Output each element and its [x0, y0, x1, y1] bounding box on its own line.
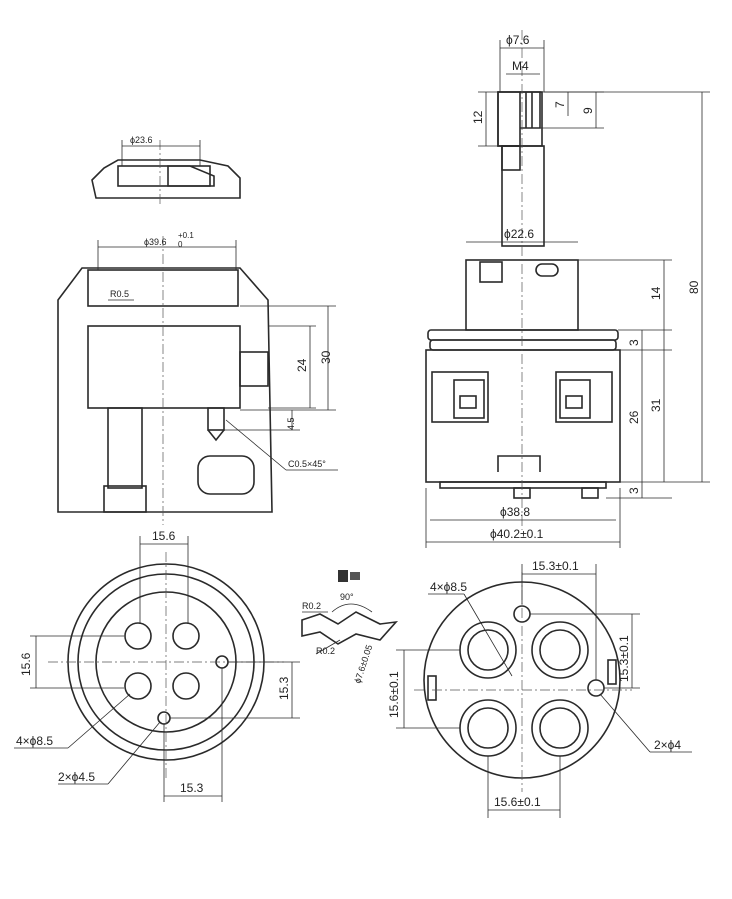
cartridge-side-view: ϕ7.6 M4 7 9 12 ϕ22.6 14 80 3 26 31 3 [425, 30, 710, 548]
dim-3-bottom: 3 [627, 487, 641, 494]
body-section-view: ϕ39.6 +0.1 0 R0.5 30 24 4.5 C0.5×45° [57, 231, 338, 525]
dim-bottom-15-6-left: 15.6 [19, 652, 33, 676]
dim-phi-39-6: ϕ39.6 [144, 237, 167, 247]
dim-14: 14 [649, 286, 663, 300]
dim-m4: M4 [512, 59, 529, 73]
ceramic-disc-view: 15.3±0.1 15.3±0.1 15.6±0.1 15.6±0.1 4×ϕ8… [387, 559, 692, 818]
dim-disc-2x4: 2×ϕ4 [654, 738, 681, 752]
dim-disc-15-3-top: 15.3±0.1 [532, 559, 579, 573]
dim-phi-7-6-tol: ϕ7.6±0.05 [352, 643, 374, 684]
dim-bottom-15-6-top: 15.6 [152, 529, 176, 543]
dim-bottom-15-3-bottom: 15.3 [180, 781, 204, 795]
dim-phi-22-6: ϕ22.6 [504, 227, 534, 241]
dim-4-5: 4.5 [286, 417, 296, 430]
dim-chamfer: C0.5×45° [288, 459, 326, 469]
dim-9: 9 [581, 107, 595, 114]
dim-12: 12 [471, 110, 485, 124]
dim-7: 7 [553, 101, 567, 108]
detail-marker-2 [350, 572, 360, 580]
dim-disc-15-6-bottom: 15.6±0.1 [494, 795, 541, 809]
dim-bottom-2x4-5: 2×ϕ4.5 [58, 770, 95, 784]
nut-detail-view: ϕ23.6 [91, 135, 241, 204]
disc-section-detail: 90° R0.2 R0.2 ϕ7.6±0.05 [301, 570, 399, 685]
dim-r-0-2-b: R0.2 [316, 646, 335, 656]
dim-r-0-5: R0.5 [110, 289, 129, 299]
dim-24: 24 [295, 358, 309, 372]
dim-disc-4x8-5: 4×ϕ8.5 [430, 580, 467, 594]
dim-30: 30 [319, 350, 333, 364]
bottom-view: 15.6 15.6 15.3 15.3 4×ϕ8.5 2×ϕ4.5 [14, 529, 300, 802]
dim-phi-7-6: ϕ7.6 [506, 33, 530, 47]
dim-phi-39-6-tol-upper: +0.1 [178, 231, 194, 240]
dim-31: 31 [649, 398, 663, 412]
dim-phi-23-6: ϕ23.6 [130, 135, 153, 145]
dim-phi-38-8: ϕ38.8 [500, 505, 530, 519]
dim-80: 80 [687, 280, 701, 294]
dim-26: 26 [627, 410, 641, 424]
dim-disc-15-3-right: 15.3±0.1 [617, 635, 631, 682]
dim-phi-39-6-tol-lower: 0 [178, 240, 183, 249]
dim-disc-15-6-left: 15.6±0.1 [387, 671, 401, 718]
dim-angle-90: 90° [340, 592, 354, 602]
dim-3-top: 3 [627, 339, 641, 346]
detail-marker [338, 570, 348, 582]
dim-phi-40-2: ϕ40.2±0.1 [490, 527, 544, 541]
dim-bottom-4x8-5: 4×ϕ8.5 [16, 734, 53, 748]
dim-r-0-2-a: R0.2 [302, 601, 321, 611]
dim-bottom-15-3-right: 15.3 [277, 676, 291, 700]
